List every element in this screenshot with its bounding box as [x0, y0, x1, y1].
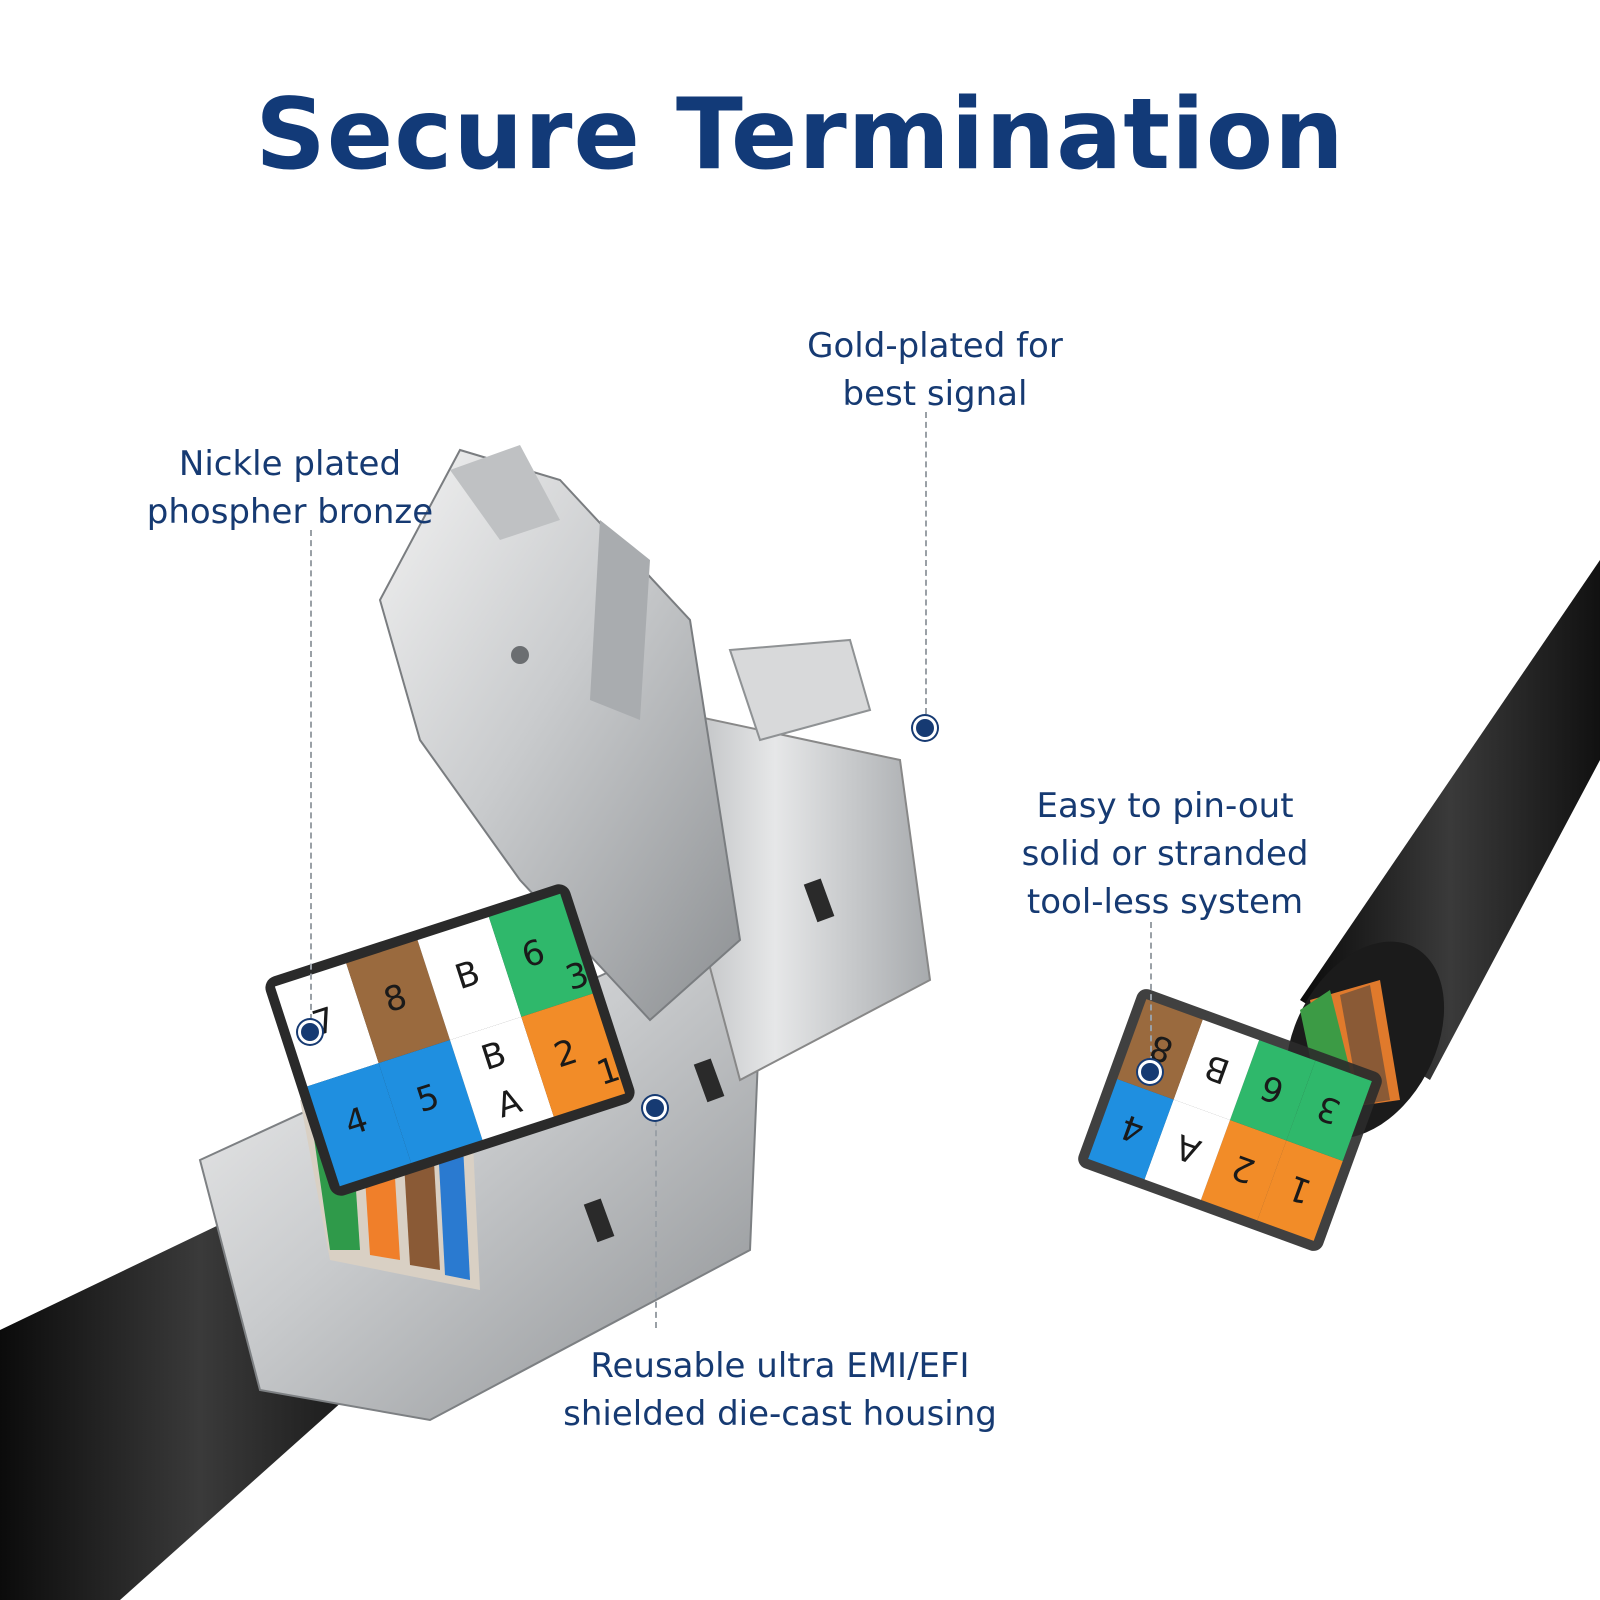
- left-wire-block: 7 8 B 6 3 4 5 B A 2 1: [265, 884, 635, 1196]
- callout-line: phospher bronze: [146, 492, 434, 532]
- leader-line-gold: [925, 412, 927, 714]
- page-title: Secure Termination: [255, 78, 1345, 192]
- callout-line: Reusable ultra EMI/EFI: [590, 1346, 970, 1386]
- callout-line: shielded die-cast housing: [563, 1394, 997, 1434]
- callout-marker-pinout: [1138, 1060, 1162, 1084]
- callout-line: solid or stranded: [1021, 834, 1309, 874]
- callout-line: best signal: [842, 374, 1028, 414]
- leader-line-pinout: [1150, 922, 1152, 1062]
- callout-nickel-plated: Nickle plated phospher bronze: [120, 440, 460, 536]
- leader-line-housing: [655, 1110, 657, 1328]
- callout-line: Easy to pin-out: [1036, 786, 1294, 826]
- right-wire-block: 1 2 A 4 3 6 B 8: [1078, 989, 1382, 1251]
- callout-marker-housing: [643, 1096, 667, 1120]
- callout-marker-gold: [913, 716, 937, 740]
- callout-line: tool-less system: [1026, 882, 1304, 922]
- callout-pinout: Easy to pin-out solid or stranded tool-l…: [1000, 782, 1330, 926]
- callout-line: Nickle plated: [178, 444, 402, 484]
- callout-line: Gold-plated for: [807, 326, 1063, 366]
- callout-housing: Reusable ultra EMI/EFI shielded die-cast…: [540, 1342, 1020, 1438]
- leader-line-nickel: [310, 530, 312, 1020]
- callout-marker-nickel: [298, 1020, 322, 1044]
- callout-gold-plated: Gold-plated for best signal: [775, 322, 1095, 418]
